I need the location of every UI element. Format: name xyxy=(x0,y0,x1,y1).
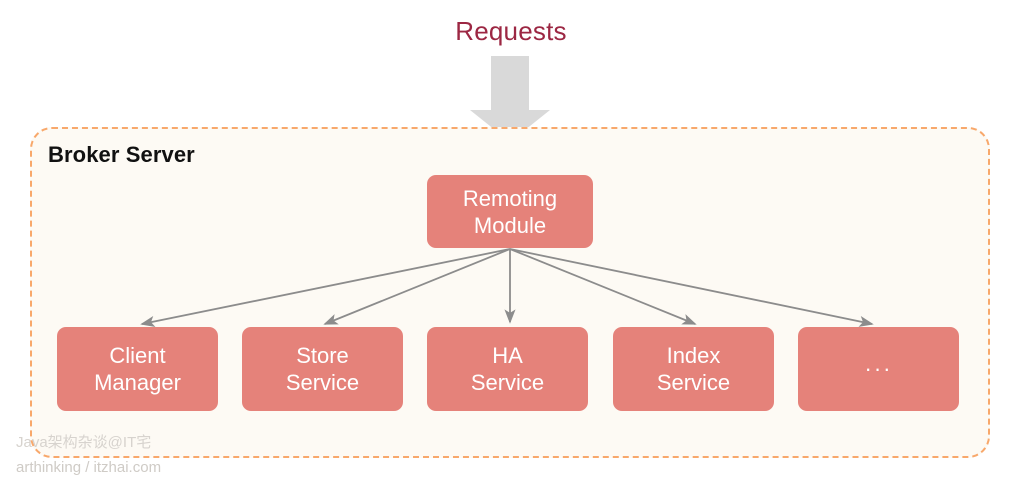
node-ha-service[interactable]: HA Service xyxy=(427,327,588,411)
watermark-line-secondary: arthinking / itzhai.com xyxy=(16,459,162,476)
node-store-service[interactable]: Store Service xyxy=(242,327,403,411)
node-remoting-module-label: Remoting Module xyxy=(462,185,558,238)
node-remoting-module[interactable]: Remoting Module xyxy=(427,175,593,248)
requests-label: Requests xyxy=(455,16,567,46)
node-ha-service-label: HA Service xyxy=(470,343,545,395)
node-more-ellipsis[interactable]: ··· xyxy=(798,327,959,411)
requests-inbound-arrow-icon xyxy=(470,56,550,142)
node-client-manager[interactable]: Client Manager xyxy=(57,327,218,411)
node-client-manager-label: Client Manager xyxy=(94,343,181,395)
watermark: Java架构杂谈@IT宅 arthinking / itzhai.com xyxy=(16,430,161,480)
node-index-service-label: Index Service xyxy=(656,343,731,395)
watermark-line-primary: Java架构杂谈@IT宅 xyxy=(16,434,152,451)
node-index-service[interactable]: Index Service xyxy=(613,327,774,411)
node-more-ellipsis-label: ··· xyxy=(864,356,893,381)
broker-server-title: Broker Server xyxy=(48,142,195,167)
node-store-service-label: Store Service xyxy=(285,343,360,395)
